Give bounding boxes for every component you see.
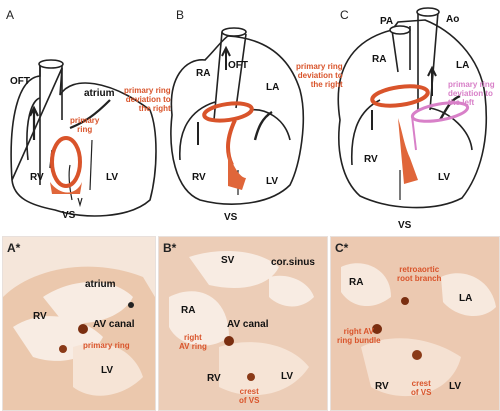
- label-lv-c: LV: [438, 172, 451, 183]
- panel-b-letter: B: [176, 8, 185, 22]
- label-la-c-star: LA: [459, 293, 473, 304]
- label-atrium-a-star: atrium: [85, 279, 116, 290]
- photo-b-star: B* SV cor.sinus RA AV canal right AV rin…: [158, 236, 328, 411]
- label-oft-b: OFT: [228, 60, 248, 71]
- label-vs-b: VS: [224, 212, 238, 223]
- label-oft-a: OFT: [10, 76, 30, 87]
- label-rv-b: RV: [192, 172, 206, 183]
- label-pa-c: PA: [380, 16, 394, 27]
- label-rv-a: RV: [30, 172, 44, 183]
- label-vs-c: VS: [398, 220, 412, 231]
- label-rv-c-star: RV: [375, 381, 389, 392]
- label-lv-b: LV: [266, 176, 279, 187]
- label-la-c: LA: [456, 60, 470, 71]
- photo-a-star: A* atrium RV AV canal primary ring LV: [2, 236, 156, 411]
- label-atrium-a: atrium: [84, 88, 115, 99]
- label-av-canal-b-star: AV canal: [227, 319, 269, 330]
- label-av-canal-a-star: AV canal: [93, 319, 135, 330]
- panel-c-heart: [337, 7, 488, 209]
- photo-c-star: C* RA retroaortic root branch LA right A…: [330, 236, 500, 411]
- panel-c-star-letter: C*: [335, 241, 349, 255]
- label-lv-a-star: LV: [101, 365, 114, 376]
- photo-a-star-tissue: [3, 266, 155, 410]
- label-right-av-ring-b-star: right AV ring: [179, 333, 207, 351]
- label-right-av-bundle-c-star: right AV ring bundle: [337, 327, 381, 345]
- label-crest-b-star: crest of VS: [239, 387, 260, 405]
- label-cor-sinus-b-star: cor.sinus: [271, 257, 315, 268]
- panel-a-letter: A: [6, 8, 15, 22]
- label-ra-c: RA: [372, 54, 387, 65]
- panel-a-heart: [10, 59, 157, 217]
- label-lv-a: LV: [106, 172, 119, 183]
- label-ra-b-star: RA: [181, 305, 196, 316]
- label-la-b: LA: [266, 82, 280, 93]
- label-lv-b-star: LV: [281, 371, 294, 382]
- label-rv-a-star: RV: [33, 311, 47, 322]
- label-retroaortic-c-star: retroaortic root branch: [397, 265, 442, 283]
- panel-c-rings: [370, 84, 470, 184]
- panel-b-star-letter: B*: [163, 241, 177, 255]
- label-deviation-right-b: primary ring deviation to the right: [124, 86, 171, 113]
- label-ra-b: RA: [196, 68, 211, 79]
- photo-b-star-tissue: [159, 237, 327, 410]
- photo-c-star-tissue: [331, 237, 499, 410]
- panel-a-primary-ring: [50, 136, 82, 194]
- panel-c-letter: C: [340, 8, 349, 22]
- label-rv-b-star: RV: [207, 373, 221, 384]
- label-primary-ring-a: primary ring: [70, 116, 100, 134]
- label-lv-c-star: LV: [449, 381, 462, 392]
- label-ao-c: Ao: [446, 14, 460, 25]
- panel-a-star-letter: A*: [7, 241, 21, 255]
- label-crest-c-star: crest of VS: [411, 379, 432, 397]
- label-vs-a: VS: [62, 210, 76, 221]
- label-ra-c-star: RA: [349, 277, 364, 288]
- panel-b-ring: [202, 101, 254, 190]
- label-rv-c: RV: [364, 154, 378, 165]
- label-deviation-left-c: primary ring deviation to the left: [448, 80, 495, 107]
- label-primary-ring-a-star: primary ring: [83, 341, 130, 350]
- label-deviation-right-c: primary ring deviation to the right: [296, 62, 343, 89]
- label-sv-b-star: SV: [221, 255, 235, 266]
- panel-b-heart: [170, 27, 305, 205]
